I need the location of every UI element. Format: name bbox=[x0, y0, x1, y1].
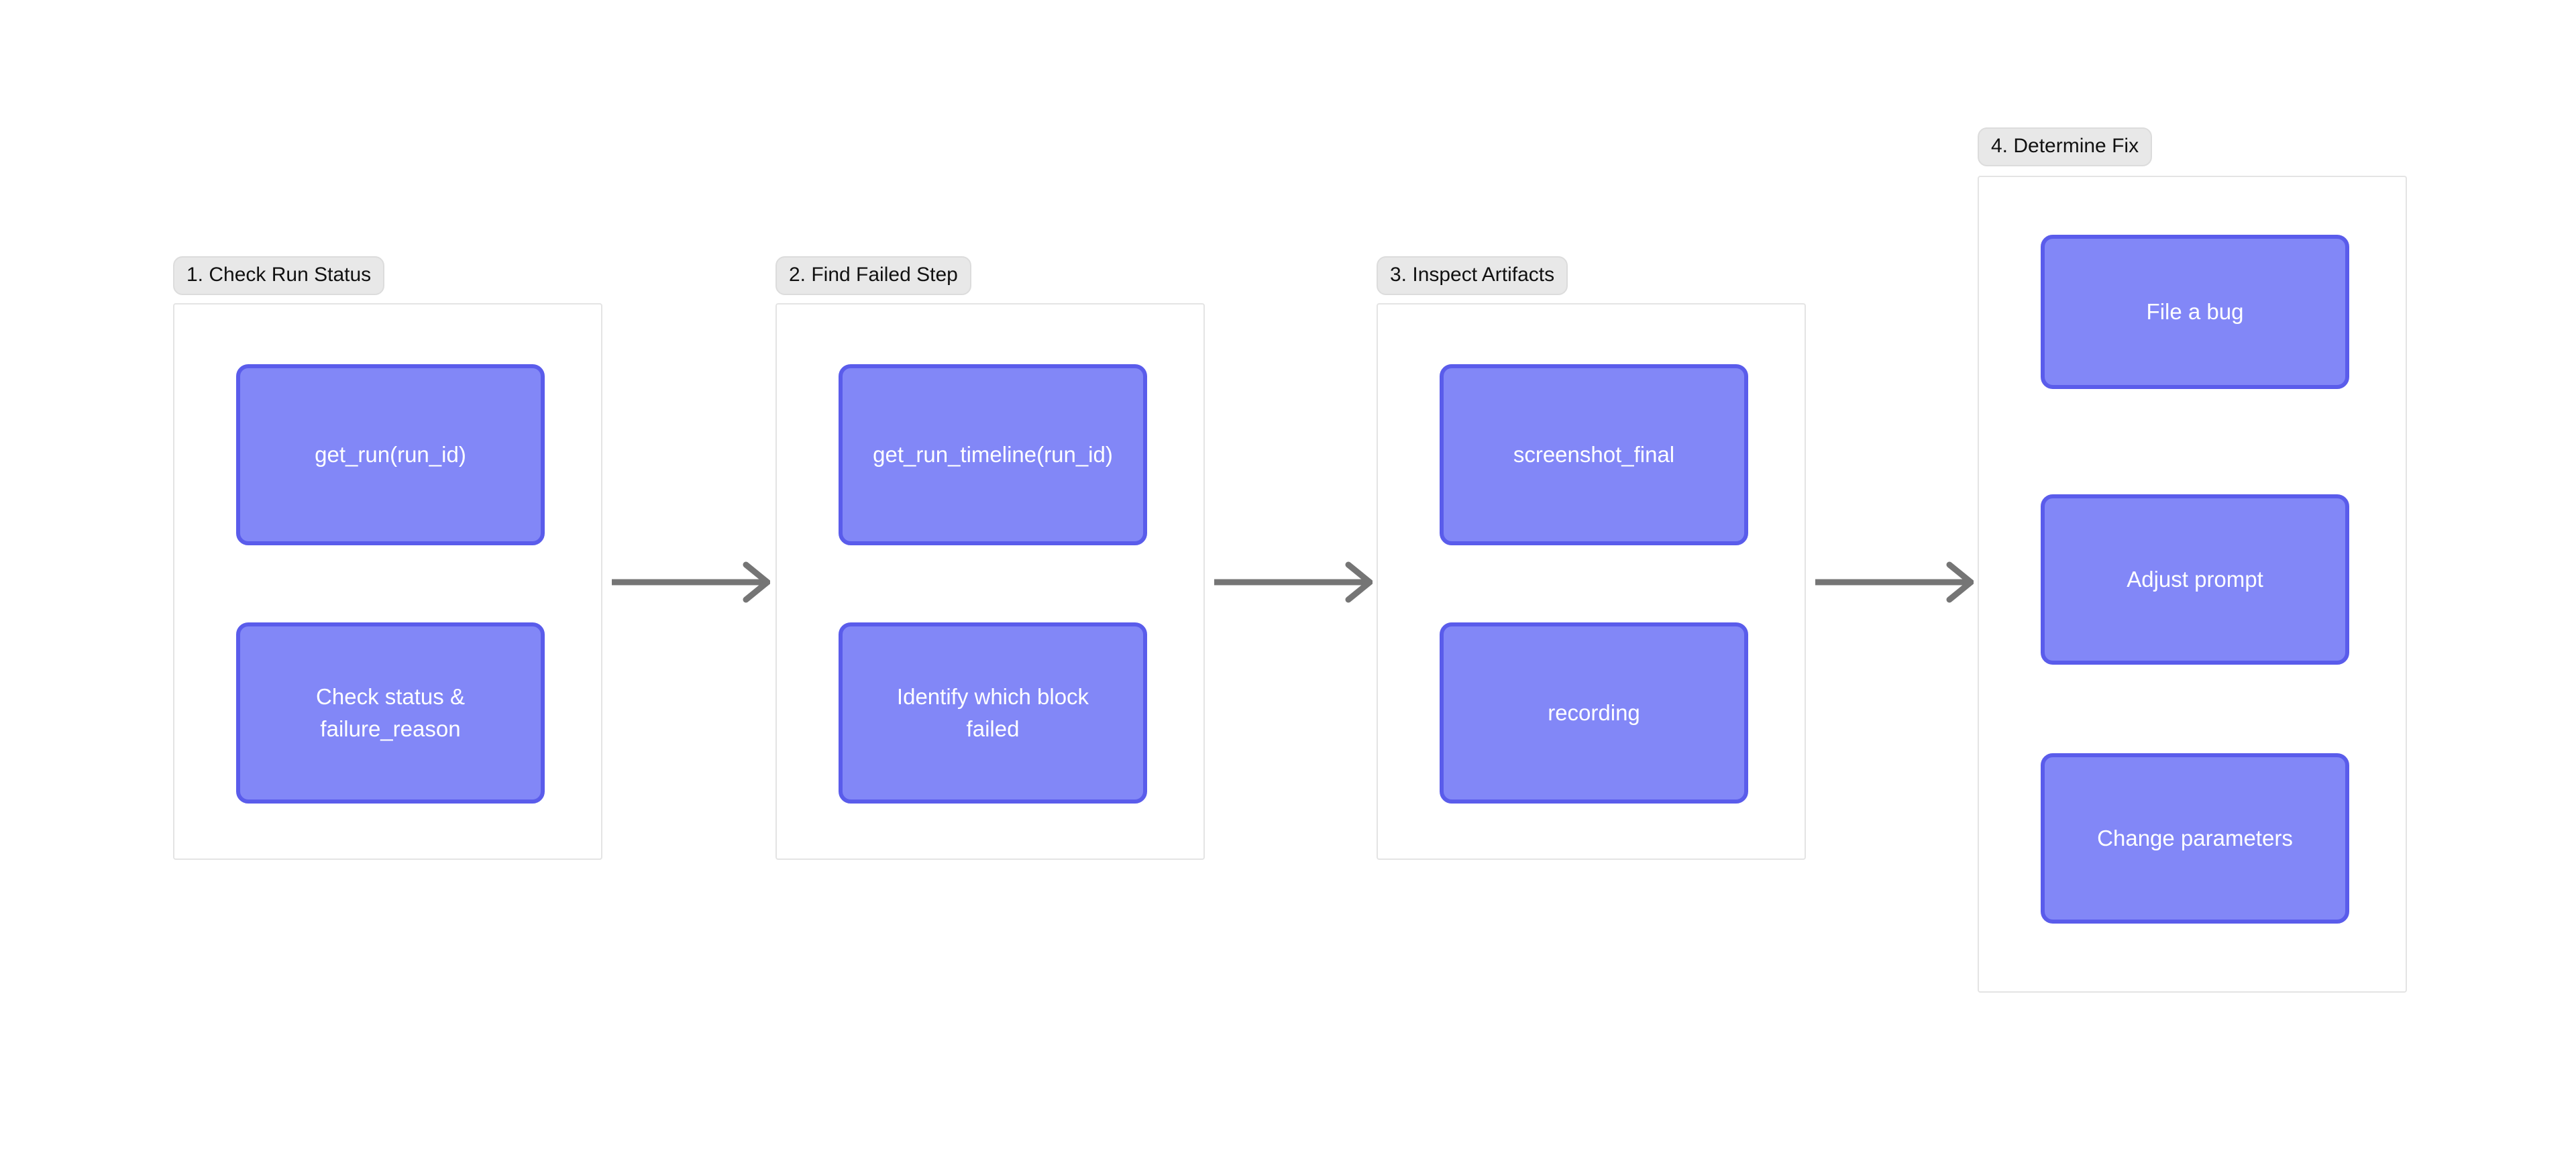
group-label-1: 1. Check Run Status bbox=[173, 256, 385, 295]
arrow-3-4 bbox=[1815, 561, 1974, 603]
node-label: Adjust prompt bbox=[2127, 567, 2263, 592]
node-label: Check status & failure_reason bbox=[316, 684, 465, 741]
node-label: screenshot_final bbox=[1513, 442, 1675, 467]
node-file-bug[interactable]: File a bug bbox=[2041, 235, 2349, 389]
node-label: recording bbox=[1548, 700, 1640, 726]
arrow-1-2 bbox=[612, 561, 770, 603]
node-get-run[interactable]: get_run(run_id) bbox=[236, 364, 545, 545]
node-label: File a bug bbox=[2146, 299, 2244, 325]
node-label: Change parameters bbox=[2097, 826, 2293, 851]
group-label-2: 2. Find Failed Step bbox=[775, 256, 971, 295]
node-check-status[interactable]: Check status & failure_reason bbox=[236, 622, 545, 804]
group-label-3: 3. Inspect Artifacts bbox=[1377, 256, 1568, 295]
node-label: get_run_timeline(run_id) bbox=[873, 442, 1113, 467]
node-screenshot-final[interactable]: screenshot_final bbox=[1440, 364, 1748, 545]
arrow-2-3 bbox=[1214, 561, 1373, 603]
node-get-run-timeline[interactable]: get_run_timeline(run_id) bbox=[839, 364, 1147, 545]
node-label: get_run(run_id) bbox=[315, 442, 466, 467]
group-label-4: 4. Determine Fix bbox=[1978, 127, 2153, 166]
node-label: Identify which block failed bbox=[896, 684, 1089, 741]
node-adjust-prompt[interactable]: Adjust prompt bbox=[2041, 494, 2349, 665]
node-recording[interactable]: recording bbox=[1440, 622, 1748, 804]
node-change-parameters[interactable]: Change parameters bbox=[2041, 753, 2349, 924]
node-identify-block[interactable]: Identify which block failed bbox=[839, 622, 1147, 804]
